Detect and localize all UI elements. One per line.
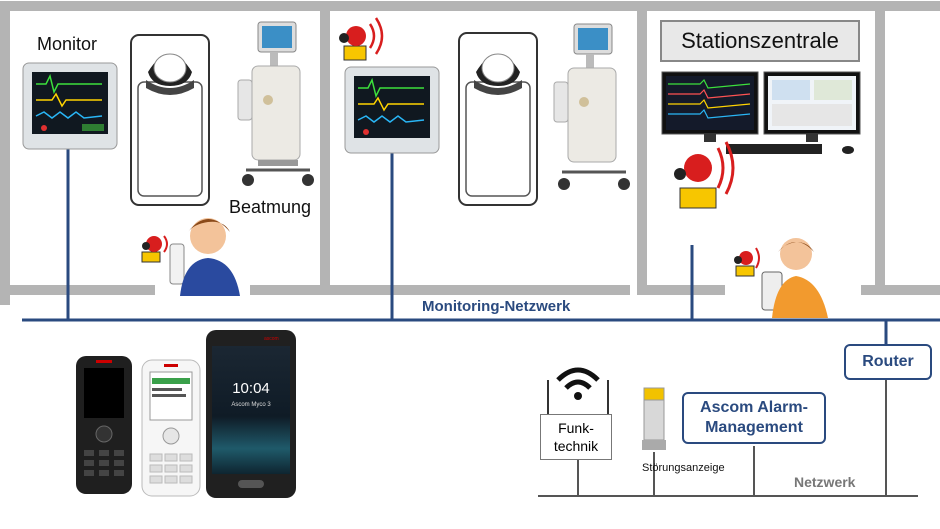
patient-bed-2 — [458, 32, 538, 206]
phone-time: 10:04 — [232, 380, 270, 397]
alarm-bell-icon — [674, 141, 735, 209]
netzwerk-label: Netzwerk — [794, 474, 856, 490]
monitor-label: Monitor — [37, 34, 98, 54]
dect-handset-black — [76, 356, 132, 494]
ventilator-2 — [553, 23, 630, 190]
fault-lamp-icon — [642, 387, 666, 450]
monitoring-network-label: Monitoring-Netzwerk — [422, 298, 571, 315]
ascom-alarm-management-box: Ascom Alarm- Management — [682, 392, 826, 444]
funk-label-line1: Funk- — [558, 420, 594, 436]
phone-brand: ascom — [264, 336, 279, 342]
nurse-2 — [734, 238, 828, 318]
ascom-label-line1: Ascom Alarm- — [700, 399, 808, 416]
wifi-antenna-icon — [547, 367, 609, 416]
alarm-bell-icon — [339, 17, 384, 61]
stationszentrale-label: Stationszentrale — [660, 20, 860, 62]
funktechnik-box: Funk- technik — [540, 414, 612, 460]
central-station-workstation — [661, 71, 861, 154]
dect-handset-white — [141, 359, 201, 497]
stoerungsanzeige-label: Störungsanzeige — [642, 462, 725, 474]
smartphone-myco: ascom 10:04 Ascom Myco 3 — [206, 330, 296, 498]
phone-home-button — [238, 480, 264, 488]
nurse-1 — [141, 218, 240, 296]
ventilator-1 — [237, 21, 314, 186]
ascom-label-line2: Management — [705, 419, 803, 436]
alarm-bell-icon — [734, 247, 760, 277]
ventilator-label: Beatmung — [229, 197, 312, 217]
patient-monitor-1 — [22, 62, 118, 150]
phone-screen — [212, 346, 290, 474]
phone-model: Ascom Myco 3 — [231, 402, 271, 408]
patient-bed-1 — [130, 34, 210, 206]
router-box: Router — [844, 344, 932, 380]
funk-label-line2: technik — [553, 438, 599, 454]
alarm-bell-icon — [141, 235, 168, 263]
patient-monitor-2 — [344, 66, 440, 154]
